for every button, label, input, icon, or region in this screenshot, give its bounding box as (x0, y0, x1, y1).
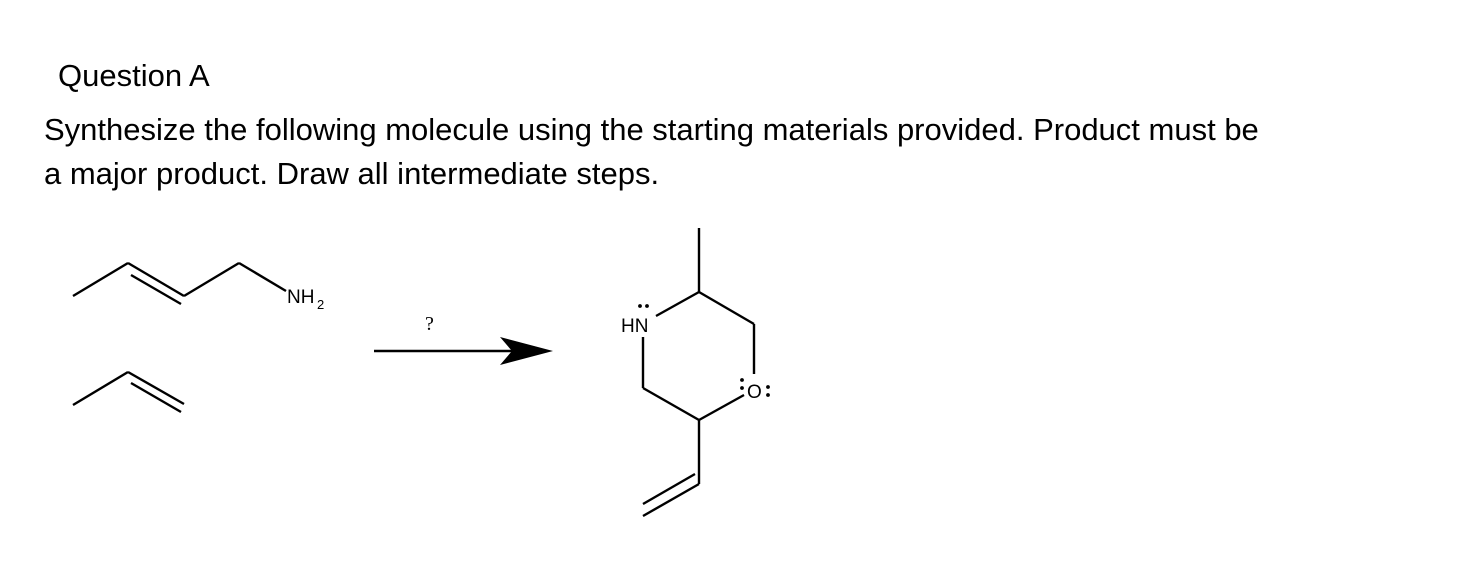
bond-c4-n (238, 261, 287, 293)
amine-label: NH (287, 287, 314, 308)
amine-subscript: 2 (317, 297, 324, 312)
arrow-head (500, 337, 553, 365)
oxygen-lone-pair-right (766, 393, 770, 397)
instructions-line-2: a major product. Draw all intermediate s… (44, 156, 660, 191)
question-title: Question A (58, 58, 210, 93)
bond-c5-n (655, 290, 700, 318)
oxygen-lone-pair-right (766, 385, 770, 389)
reaction-arrow: ? (374, 313, 553, 365)
oxygen-lone-pair-left (740, 386, 744, 390)
bond-c2-c3-double (127, 261, 185, 298)
oxygen-lone-pair-left (740, 378, 744, 382)
oxygen-label: O (747, 382, 762, 403)
bond-c1-c2 (72, 261, 129, 298)
question-instructions: Synthesize the following molecule using … (44, 108, 1464, 196)
bond-ch-ch2-double (127, 370, 185, 406)
nitrogen-lone-pair (638, 304, 642, 308)
bond-c3-c2 (642, 386, 700, 422)
starting-material-propene (72, 370, 185, 414)
instructions-line-1: Synthesize the following molecule using … (44, 112, 1259, 147)
nitrogen-label: HN (621, 316, 648, 337)
product-morpholine: HN O (621, 228, 770, 518)
bond-c2-o (698, 393, 745, 422)
bond-ch-ch2-inner (130, 381, 182, 414)
bond-c5-c6 (698, 290, 755, 326)
bond-vinyl-double (642, 482, 700, 518)
starting-material-crotylamine: NH 2 (72, 261, 324, 312)
bond-vinyl-inner (642, 472, 696, 506)
reagent-label: ? (425, 313, 434, 335)
nitrogen-lone-pair (645, 304, 649, 308)
bond-ch3-ch (72, 370, 129, 407)
bond-c2-c3-inner (130, 273, 182, 306)
bond-c3-c4 (183, 261, 240, 298)
